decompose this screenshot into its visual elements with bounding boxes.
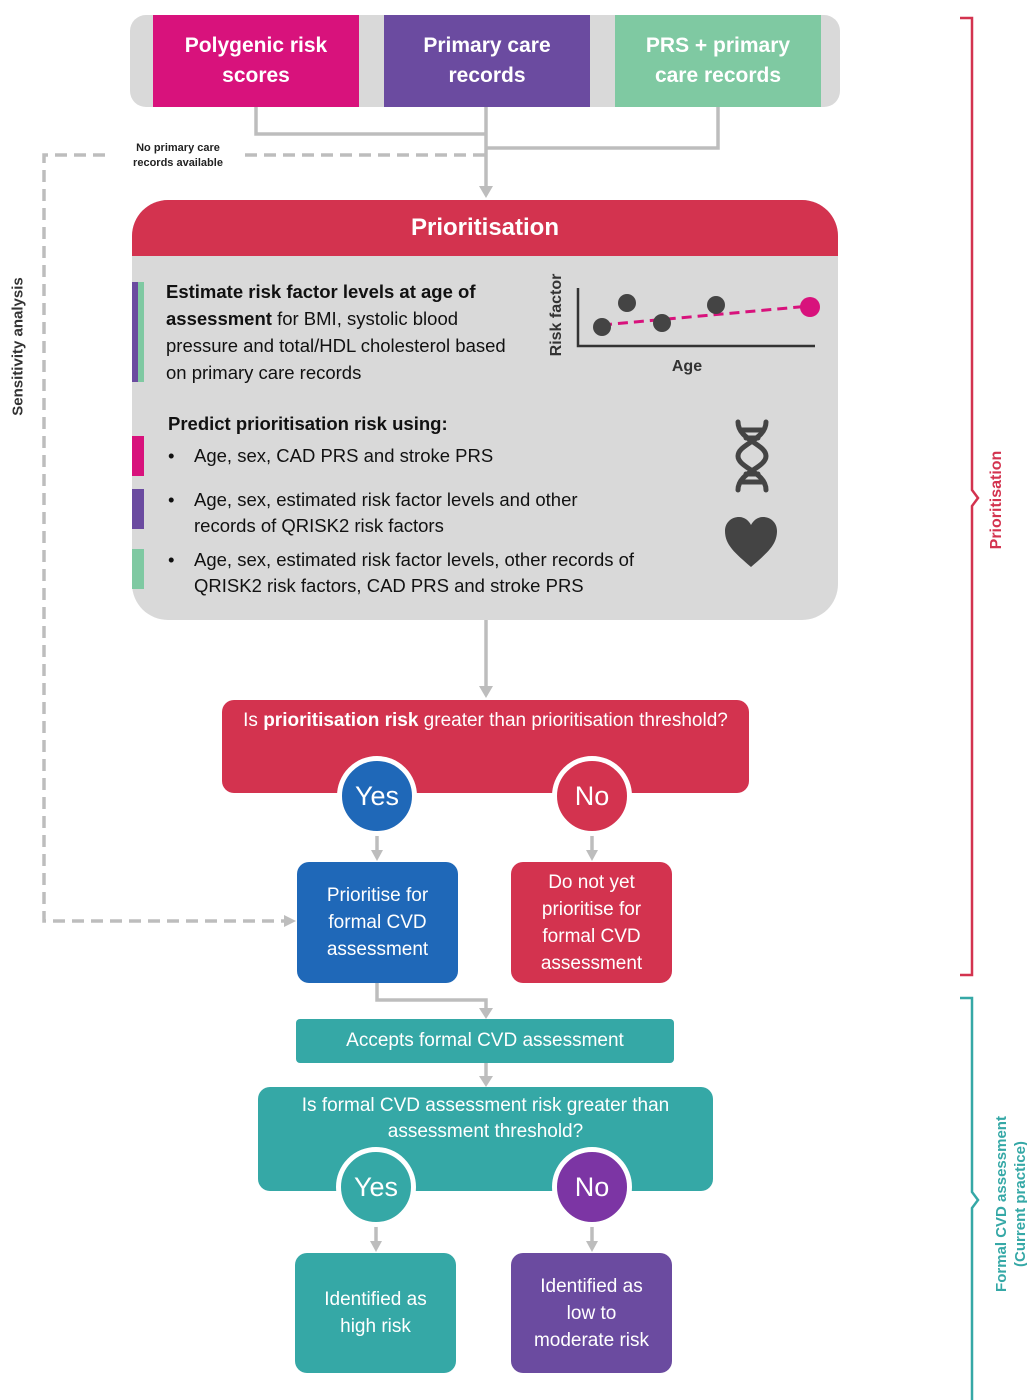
heart-icon xyxy=(725,517,777,567)
assessment-yes-circle: Yes xyxy=(336,1147,416,1227)
bullet-combined-text: Age, sex, estimated risk factor levels, … xyxy=(194,549,635,596)
prioritisation-yes-circle: Yes xyxy=(337,756,417,836)
prioritisation-panel xyxy=(132,200,838,620)
dna-icon xyxy=(735,419,769,493)
mini-chart-x-label: Age xyxy=(671,358,703,375)
low-moderate-risk-outcome-box: Identified as low to moderate risk xyxy=(511,1253,672,1373)
mini-chart-point xyxy=(707,296,725,314)
source-primary-care-label: Primary care records xyxy=(423,34,551,87)
bullet-prs: •Age, sex, CAD PRS and stroke PRS xyxy=(168,445,494,466)
estimate-rest: for BMI, systolic blood pressure and tot… xyxy=(166,308,506,383)
mini-chart-trend xyxy=(601,304,811,327)
formal-assessment-bracket-label: Formal CVD assessment (Current practice) xyxy=(992,1104,1027,1304)
estimate-text: Estimate risk factor levels at age of as… xyxy=(166,278,506,386)
prioritisation-question-bold: prioritisation risk xyxy=(263,710,419,731)
estimate-color-bar xyxy=(132,282,144,382)
bullet-prs-color-bar xyxy=(132,436,144,476)
mini-chart-point xyxy=(593,318,611,336)
source-prs-primary-care: PRS + primary care records xyxy=(615,15,821,107)
mini-chart-axes xyxy=(576,288,815,348)
mini-chart-point xyxy=(618,294,636,312)
bullet-prs-text: Age, sex, CAD PRS and stroke PRS xyxy=(194,445,494,466)
bullet-primary-care-text: Age, sex, estimated risk factor levels a… xyxy=(194,489,578,536)
prioritisation-no-circle: No xyxy=(552,756,632,836)
prioritisation-bracket-label: Prioritisation xyxy=(988,450,1005,550)
bullet-primary-care: •Age, sex, estimated risk factor levels … xyxy=(168,489,578,536)
mini-chart-point xyxy=(653,314,671,332)
estimate-bold: Estimate risk factor levels at age of as… xyxy=(166,281,476,329)
bullet-combined: •Age, sex, estimated risk factor levels,… xyxy=(168,549,635,596)
prioritisation-decision: Is prioritisation risk greater than prio… xyxy=(222,700,749,793)
not-prioritise-outcome-box: Do not yet prioritise for formal CVD ass… xyxy=(511,862,672,983)
source-combined-label: PRS + primary care records xyxy=(645,34,791,87)
assessment-no-circle: No xyxy=(552,1147,632,1227)
source-primary-care-records: Primary care records xyxy=(384,15,590,107)
source-prs-label: Polygenic risk scores xyxy=(184,34,328,87)
high-risk-outcome-box: Identified as high risk xyxy=(295,1253,456,1373)
formal-assessment-bracket-line2: (Current practice) xyxy=(1012,1141,1027,1267)
sensitivity-analysis-label: Sensitivity analysis xyxy=(9,277,27,416)
assessment-decision: Is formal CVD assessment risk greater th… xyxy=(258,1087,713,1191)
mini-chart-y-label: Risk factor xyxy=(548,273,565,357)
bullet-primary-care-color-bar xyxy=(132,489,144,529)
formal-assessment-bracket-line1: Formal CVD assessment xyxy=(993,1116,1010,1292)
prioritisation-question-suffix: greater than prioritisation threshold? xyxy=(418,710,728,731)
source-polygenic-risk-scores: Polygenic risk scores xyxy=(153,15,359,107)
prioritisation-panel-title: Prioritisation xyxy=(132,200,838,256)
risk-factor-mini-chart xyxy=(576,288,820,348)
mini-chart-endpoint xyxy=(800,297,820,317)
bullet-combined-color-bar xyxy=(132,549,144,589)
accepts-formal-assessment: Accepts formal CVD assessment xyxy=(296,1019,674,1063)
no-primary-care-note: No primary care records available xyxy=(133,142,223,169)
predict-heading: Predict prioritisation risk using: xyxy=(168,413,448,434)
prioritise-outcome-box: Prioritise for formal CVD assessment xyxy=(297,862,458,983)
prioritisation-question-prefix: Is xyxy=(243,710,264,731)
